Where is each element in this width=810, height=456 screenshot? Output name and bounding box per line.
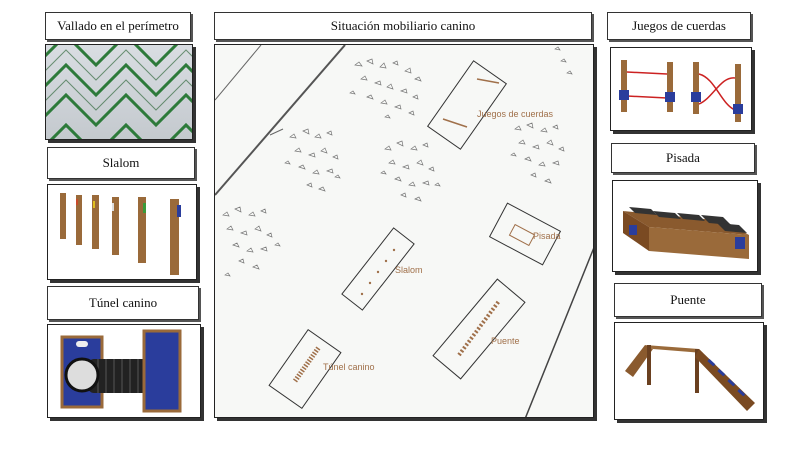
bridge-leg <box>647 345 651 385</box>
tree-2 <box>284 128 341 192</box>
pole-6-tag <box>177 205 181 217</box>
label-vallado-text: Vallado en el perímetro <box>57 18 179 33</box>
pisada-plan-label: Pisada <box>533 231 561 241</box>
pole-3 <box>92 195 99 249</box>
platform-side-front <box>649 227 749 259</box>
bridge-slats <box>707 358 746 397</box>
label-pisada: Pisada <box>611 143 755 173</box>
platform-top <box>623 211 749 235</box>
juegos-footprint: Juegos de cuerdas <box>426 60 554 150</box>
label-slalom: Slalom <box>47 147 195 179</box>
ropes <box>626 71 736 111</box>
label-puente-text: Puente <box>670 292 706 307</box>
boundary-line-top <box>215 45 346 196</box>
pole-3-tag <box>93 201 95 208</box>
pole-2 <box>76 195 82 245</box>
pole-4-tag <box>112 203 114 211</box>
juegos-rope-bottom <box>442 118 468 128</box>
boundary-line-bottom <box>524 247 593 417</box>
slalom-pole <box>376 270 380 274</box>
bridge-image <box>625 345 755 411</box>
pole-5 <box>138 197 146 263</box>
platform-bracket <box>735 237 745 249</box>
rope-bracket <box>733 104 743 114</box>
tree-clusters <box>222 46 573 277</box>
rope-bracket <box>665 92 675 102</box>
label-tunel: Túnel canino <box>47 286 199 320</box>
slalom-footprint: Slalom <box>341 227 423 311</box>
tunnel-image <box>60 329 182 413</box>
rope-play-image <box>619 60 743 122</box>
label-juegos-text: Juegos de cuerdas <box>632 18 726 33</box>
center-title-text: Situación mobiliario canino <box>330 18 476 33</box>
label-vallado: Vallado en el perímetro <box>45 12 191 40</box>
bridge-leg <box>695 349 699 393</box>
bridge-ramp-right <box>695 349 755 411</box>
juegos-rope-top <box>476 78 500 84</box>
rope-post-2 <box>667 62 673 112</box>
slalom-area-outline <box>341 227 415 311</box>
label-juegos: Juegos de cuerdas <box>607 12 751 40</box>
rope-post-1 <box>621 60 627 112</box>
tunel-footprint: Túnel canino <box>268 328 375 410</box>
rope-post-4 <box>735 64 741 122</box>
tunel-tube <box>292 345 322 383</box>
label-puente: Puente <box>614 283 762 317</box>
image-puente <box>614 322 764 420</box>
label-tunel-text: Túnel canino <box>88 295 158 310</box>
tree-1 <box>349 58 422 119</box>
bone-icon <box>76 341 88 347</box>
puente-ramp <box>457 299 501 357</box>
image-vallado <box>45 44 193 140</box>
pisada-footprint: Pisada <box>488 202 562 266</box>
tunel-plan-label: Túnel canino <box>323 362 375 372</box>
image-slalom <box>47 184 197 280</box>
boundary-line-thin <box>215 45 262 101</box>
image-pisada <box>612 180 758 272</box>
pole-4 <box>112 197 119 255</box>
site-plan: Juegos de cuerdas Pisada Slalom Puente T… <box>214 44 594 418</box>
puente-footprint: Puente <box>432 278 526 380</box>
fence-mesh-image <box>46 45 192 139</box>
step-planks <box>629 207 747 233</box>
site-plan-drawing: Juegos de cuerdas Pisada Slalom Puente T… <box>215 45 593 417</box>
slalom-pole <box>368 281 372 285</box>
slalom-pole <box>384 259 388 263</box>
platform-bracket <box>629 225 637 235</box>
slalom-poles-image <box>60 193 181 275</box>
slalom-pole <box>360 292 364 296</box>
tree-3 <box>380 140 441 202</box>
bridge-top <box>645 345 703 353</box>
pole-2-tag <box>76 199 78 205</box>
tunel-area-outline <box>268 328 342 410</box>
puente-plan-label: Puente <box>491 336 520 346</box>
juegos-area-outline <box>426 60 508 150</box>
puente-area-outline <box>432 278 526 380</box>
tree-6 <box>554 46 573 75</box>
label-slalom-text: Slalom <box>102 155 140 170</box>
pole-6 <box>170 199 179 275</box>
pole-1 <box>60 193 66 239</box>
bridge-ramp-left <box>625 345 653 377</box>
image-tunel <box>47 324 201 418</box>
tree-4 <box>510 122 565 184</box>
pole-5-tag <box>143 203 146 213</box>
pisada-area-outline <box>488 202 562 266</box>
slalom-pole <box>392 248 396 252</box>
tunnel-tube <box>88 359 152 393</box>
label-pisada-text: Pisada <box>666 150 700 165</box>
rope-post-3 <box>693 62 699 114</box>
boundary-mark <box>269 128 284 136</box>
rope-bracket <box>691 92 701 102</box>
center-title: Situación mobiliario canino <box>214 12 592 40</box>
slalom-plan-label: Slalom <box>395 265 423 275</box>
rope-bracket <box>619 90 629 100</box>
tunnel-exit-panel <box>142 329 182 413</box>
tunnel-opening <box>64 357 100 393</box>
tree-5 <box>222 206 281 277</box>
pisada-platform <box>508 223 536 247</box>
image-juegos <box>610 47 752 131</box>
step-platform-image <box>623 207 749 259</box>
juegos-plan-label: Juegos de cuerdas <box>477 109 554 119</box>
